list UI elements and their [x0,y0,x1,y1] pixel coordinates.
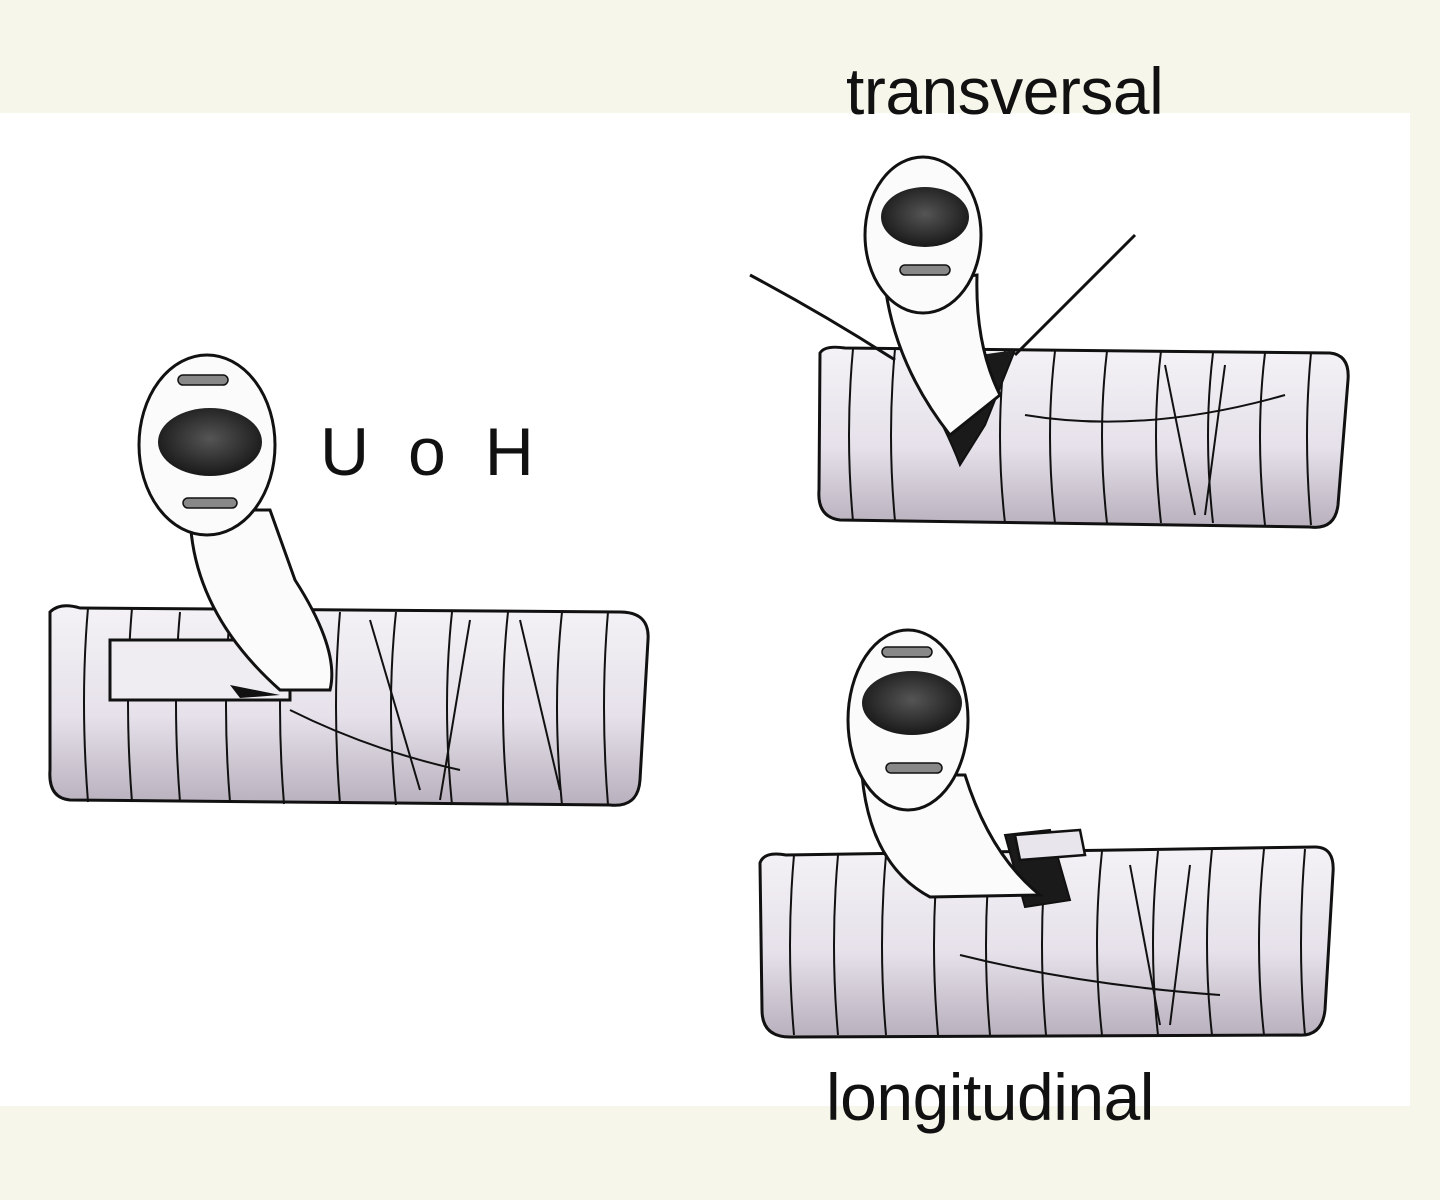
label-longitudinal: longitudinal [826,1060,1154,1134]
trachea-transversal-incision [749,155,1350,529]
trachea-body [758,828,1335,1039]
label-transversal: transversal [846,54,1164,128]
tracheostomy-tube [137,353,334,698]
tracheostomy-tube [846,628,1045,899]
tracheostomy-tube [863,155,1002,438]
trachea-uoh-incision [48,353,650,807]
label-u-o-h: U o H [320,414,544,490]
stay-sutures [749,233,1137,362]
trachea-longitudinal-incision [758,628,1335,1039]
trachea-body [817,345,1350,529]
trachea-body [48,604,650,807]
